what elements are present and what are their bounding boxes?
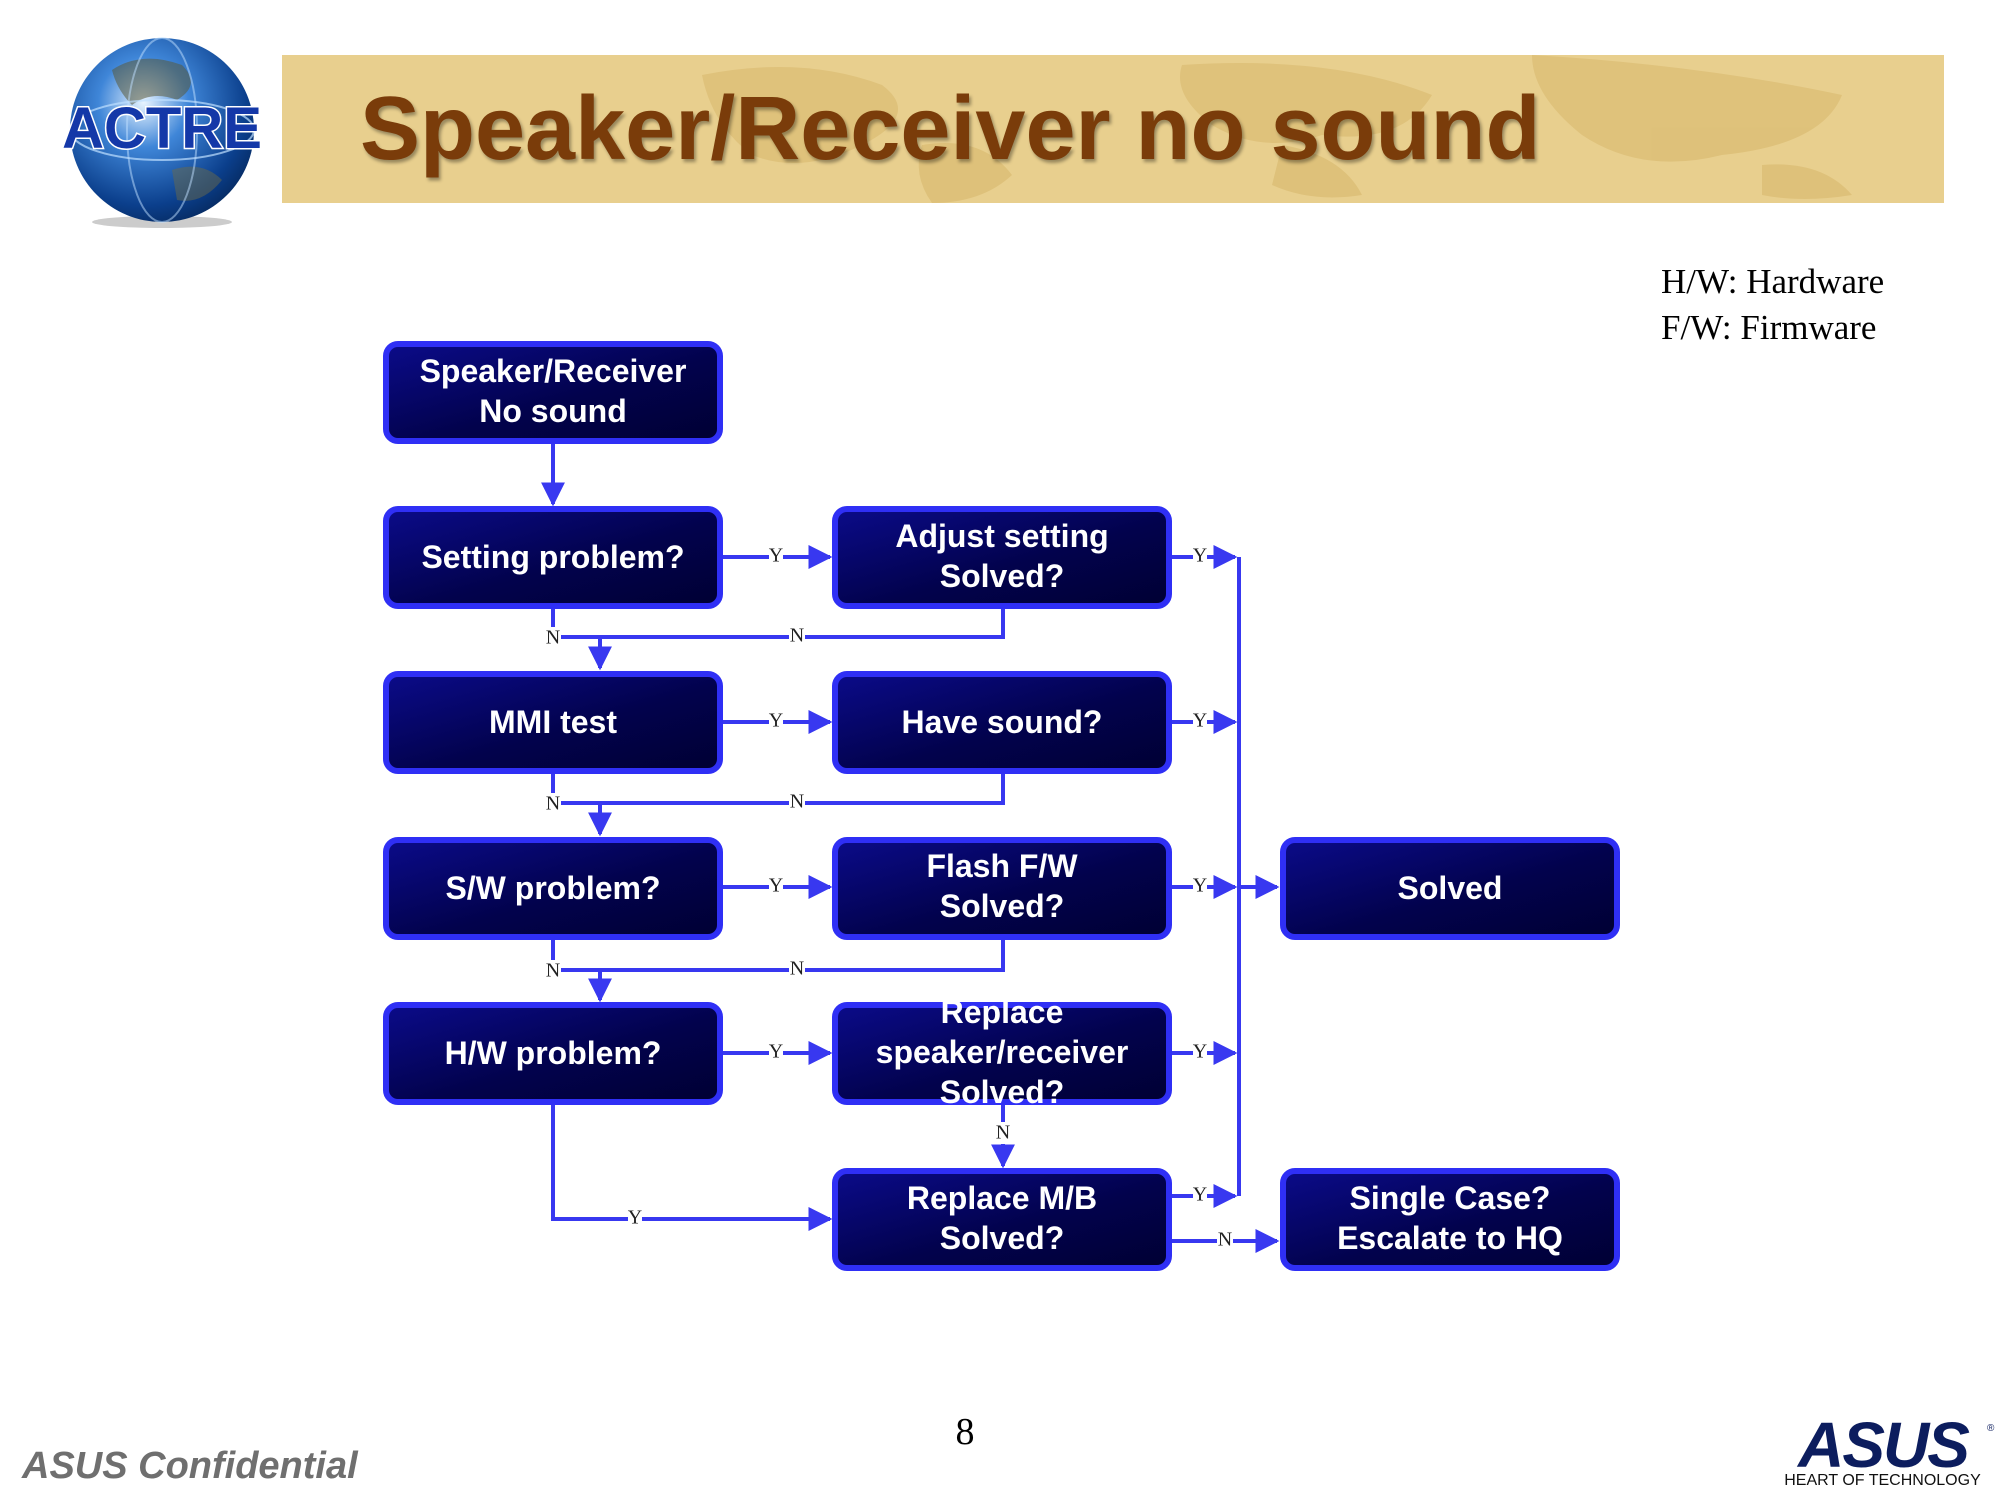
node-replace-speaker-line1: Replace: [941, 994, 1064, 1030]
edge-label-yes: Y: [628, 1207, 642, 1229]
node-solved: Solved: [1280, 837, 1620, 940]
node-replace-speaker-line3: Solved?: [940, 1074, 1064, 1110]
logo-text: ACTRE: [62, 96, 262, 161]
node-adjust-setting-line1: Adjust setting: [895, 518, 1108, 554]
node-mmi-test: MMI test: [383, 671, 723, 774]
edge-label-yes: Y: [1193, 545, 1207, 567]
asus-logo: ASUS ®: [1796, 1415, 1995, 1481]
edge-label-no: N: [790, 791, 804, 813]
node-sw-problem: S/W problem?: [383, 837, 723, 940]
edge-label-yes: Y: [769, 545, 783, 567]
edge-label-no: N: [790, 625, 804, 647]
legend-firmware: F/W: Firmware: [1661, 308, 1877, 347]
title-banner: Speaker/Receiver no sound: [282, 55, 1944, 203]
edge-label-no: N: [1218, 1229, 1232, 1251]
asus-tagline: HEART OF TECHNOLOGY: [1784, 1472, 1981, 1489]
edge-label-yes: Y: [1193, 1184, 1207, 1206]
connectors: [541, 443, 1280, 1253]
node-have-sound-text: Have sound?: [902, 704, 1103, 740]
node-start: Speaker/Receiver No sound: [383, 341, 723, 444]
node-flash-fw-line1: Flash F/W: [926, 848, 1078, 884]
legend-hardware: H/W: Hardware: [1661, 262, 1885, 301]
world-map-background: [702, 55, 1852, 203]
node-start-line2: No sound: [479, 393, 627, 429]
node-replace-mb-line1: Replace M/B: [907, 1180, 1097, 1216]
edge-label-yes: Y: [769, 710, 783, 732]
node-escalate-line1: Single Case?: [1350, 1180, 1551, 1216]
page-title: Speaker/Receiver no sound: [360, 79, 1541, 179]
node-adjust-setting: Adjust setting Solved?: [832, 506, 1172, 609]
node-replace-speaker: Replace speaker/receiver Solved?: [832, 994, 1172, 1110]
edge-label-no: N: [996, 1122, 1010, 1144]
node-replace-speaker-line2: speaker/receiver: [876, 1034, 1129, 1070]
actre-logo: ACTRE: [62, 37, 262, 228]
node-flash-fw: Flash F/W Solved?: [832, 837, 1172, 940]
edge-label-no: N: [546, 793, 560, 815]
page-number: 8: [955, 1411, 975, 1453]
node-escalate: Single Case? Escalate to HQ: [1280, 1168, 1620, 1271]
edge-label-no: N: [546, 627, 560, 649]
asus-logo-text: ASUS: [1796, 1415, 1970, 1481]
node-hw-problem-text: H/W problem?: [445, 1035, 662, 1071]
edge-label-no: N: [790, 958, 804, 980]
edge-label-yes: Y: [769, 1041, 783, 1063]
node-hw-problem: H/W problem?: [383, 1002, 723, 1105]
node-replace-mb-line2: Solved?: [940, 1220, 1064, 1256]
edge-label-yes: Y: [1193, 875, 1207, 897]
edge-label-yes: Y: [1193, 1041, 1207, 1063]
node-flash-fw-line2: Solved?: [940, 888, 1064, 924]
confidential-notice: ASUS Confidential: [22, 1445, 358, 1487]
node-sw-problem-text: S/W problem?: [445, 870, 660, 906]
node-escalate-line2: Escalate to HQ: [1337, 1220, 1563, 1256]
node-adjust-setting-line2: Solved?: [940, 558, 1064, 594]
registered-mark-icon: ®: [1987, 1423, 1995, 1434]
edge-label-yes: Y: [1193, 710, 1207, 732]
node-solved-text: Solved: [1398, 870, 1503, 906]
node-mmi-test-text: MMI test: [489, 704, 617, 740]
node-start-line1: Speaker/Receiver: [420, 353, 687, 389]
node-replace-mb: Replace M/B Solved?: [832, 1168, 1172, 1271]
node-setting-problem-text: Setting problem?: [421, 539, 684, 575]
edge-label-yes: Y: [769, 875, 783, 897]
edge-labels: Y Y Y Y Y Y Y Y Y N N N N N N N N Y: [545, 545, 1233, 1251]
node-setting-problem: Setting problem?: [383, 506, 723, 609]
node-have-sound: Have sound?: [832, 671, 1172, 774]
edge-label-no: N: [546, 960, 560, 982]
